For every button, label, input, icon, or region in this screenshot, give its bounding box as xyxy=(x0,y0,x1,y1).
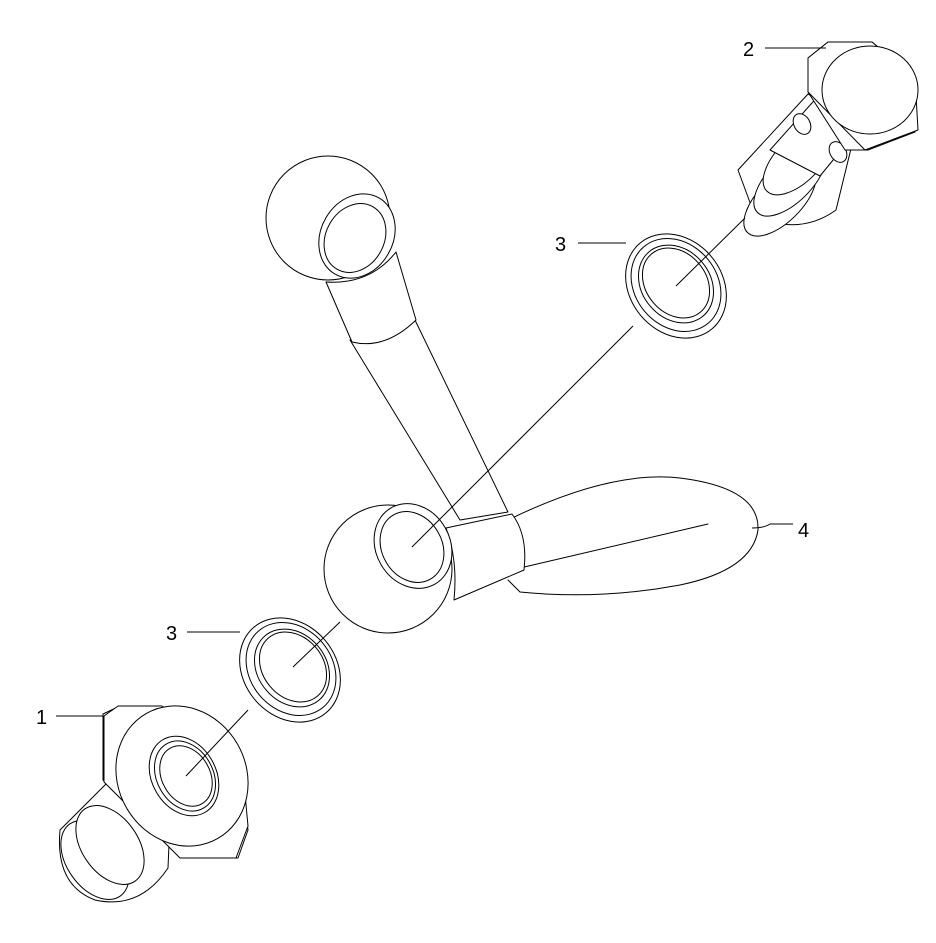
washer-lower xyxy=(239,617,341,723)
callout-3-upper: 3 xyxy=(555,234,566,256)
lower-collar xyxy=(445,513,526,601)
nut-thread-ring-2 xyxy=(75,805,145,885)
upper-collar xyxy=(325,251,417,345)
callout-leaders xyxy=(56,47,826,717)
bolt-oil-hole-1 xyxy=(792,113,812,135)
upper-banjo-bore xyxy=(323,203,387,273)
callout-2: 2 xyxy=(743,39,754,61)
axis-bolt-to-washer xyxy=(675,217,746,287)
bolt-head-top xyxy=(821,45,919,135)
axis-washer-to-nut xyxy=(185,709,249,777)
washer-upper xyxy=(625,233,727,339)
leader-4 xyxy=(751,523,793,529)
axis-washer-to-banjo xyxy=(411,325,634,548)
assembly-axes xyxy=(185,217,746,777)
banjo-pipe xyxy=(265,155,759,634)
callout-1: 1 xyxy=(36,707,47,729)
pipe-loop xyxy=(507,476,759,596)
callout-4: 4 xyxy=(798,520,809,542)
banjo-bolt xyxy=(737,41,919,237)
axis-banjo-to-washer xyxy=(292,621,341,668)
nut xyxy=(58,705,249,903)
pipe-loop-inner xyxy=(519,523,709,569)
pipe-shaft xyxy=(349,317,509,521)
callout-3-lower: 3 xyxy=(166,623,177,645)
callout-labels: 1 2 3 3 4 xyxy=(36,39,809,729)
